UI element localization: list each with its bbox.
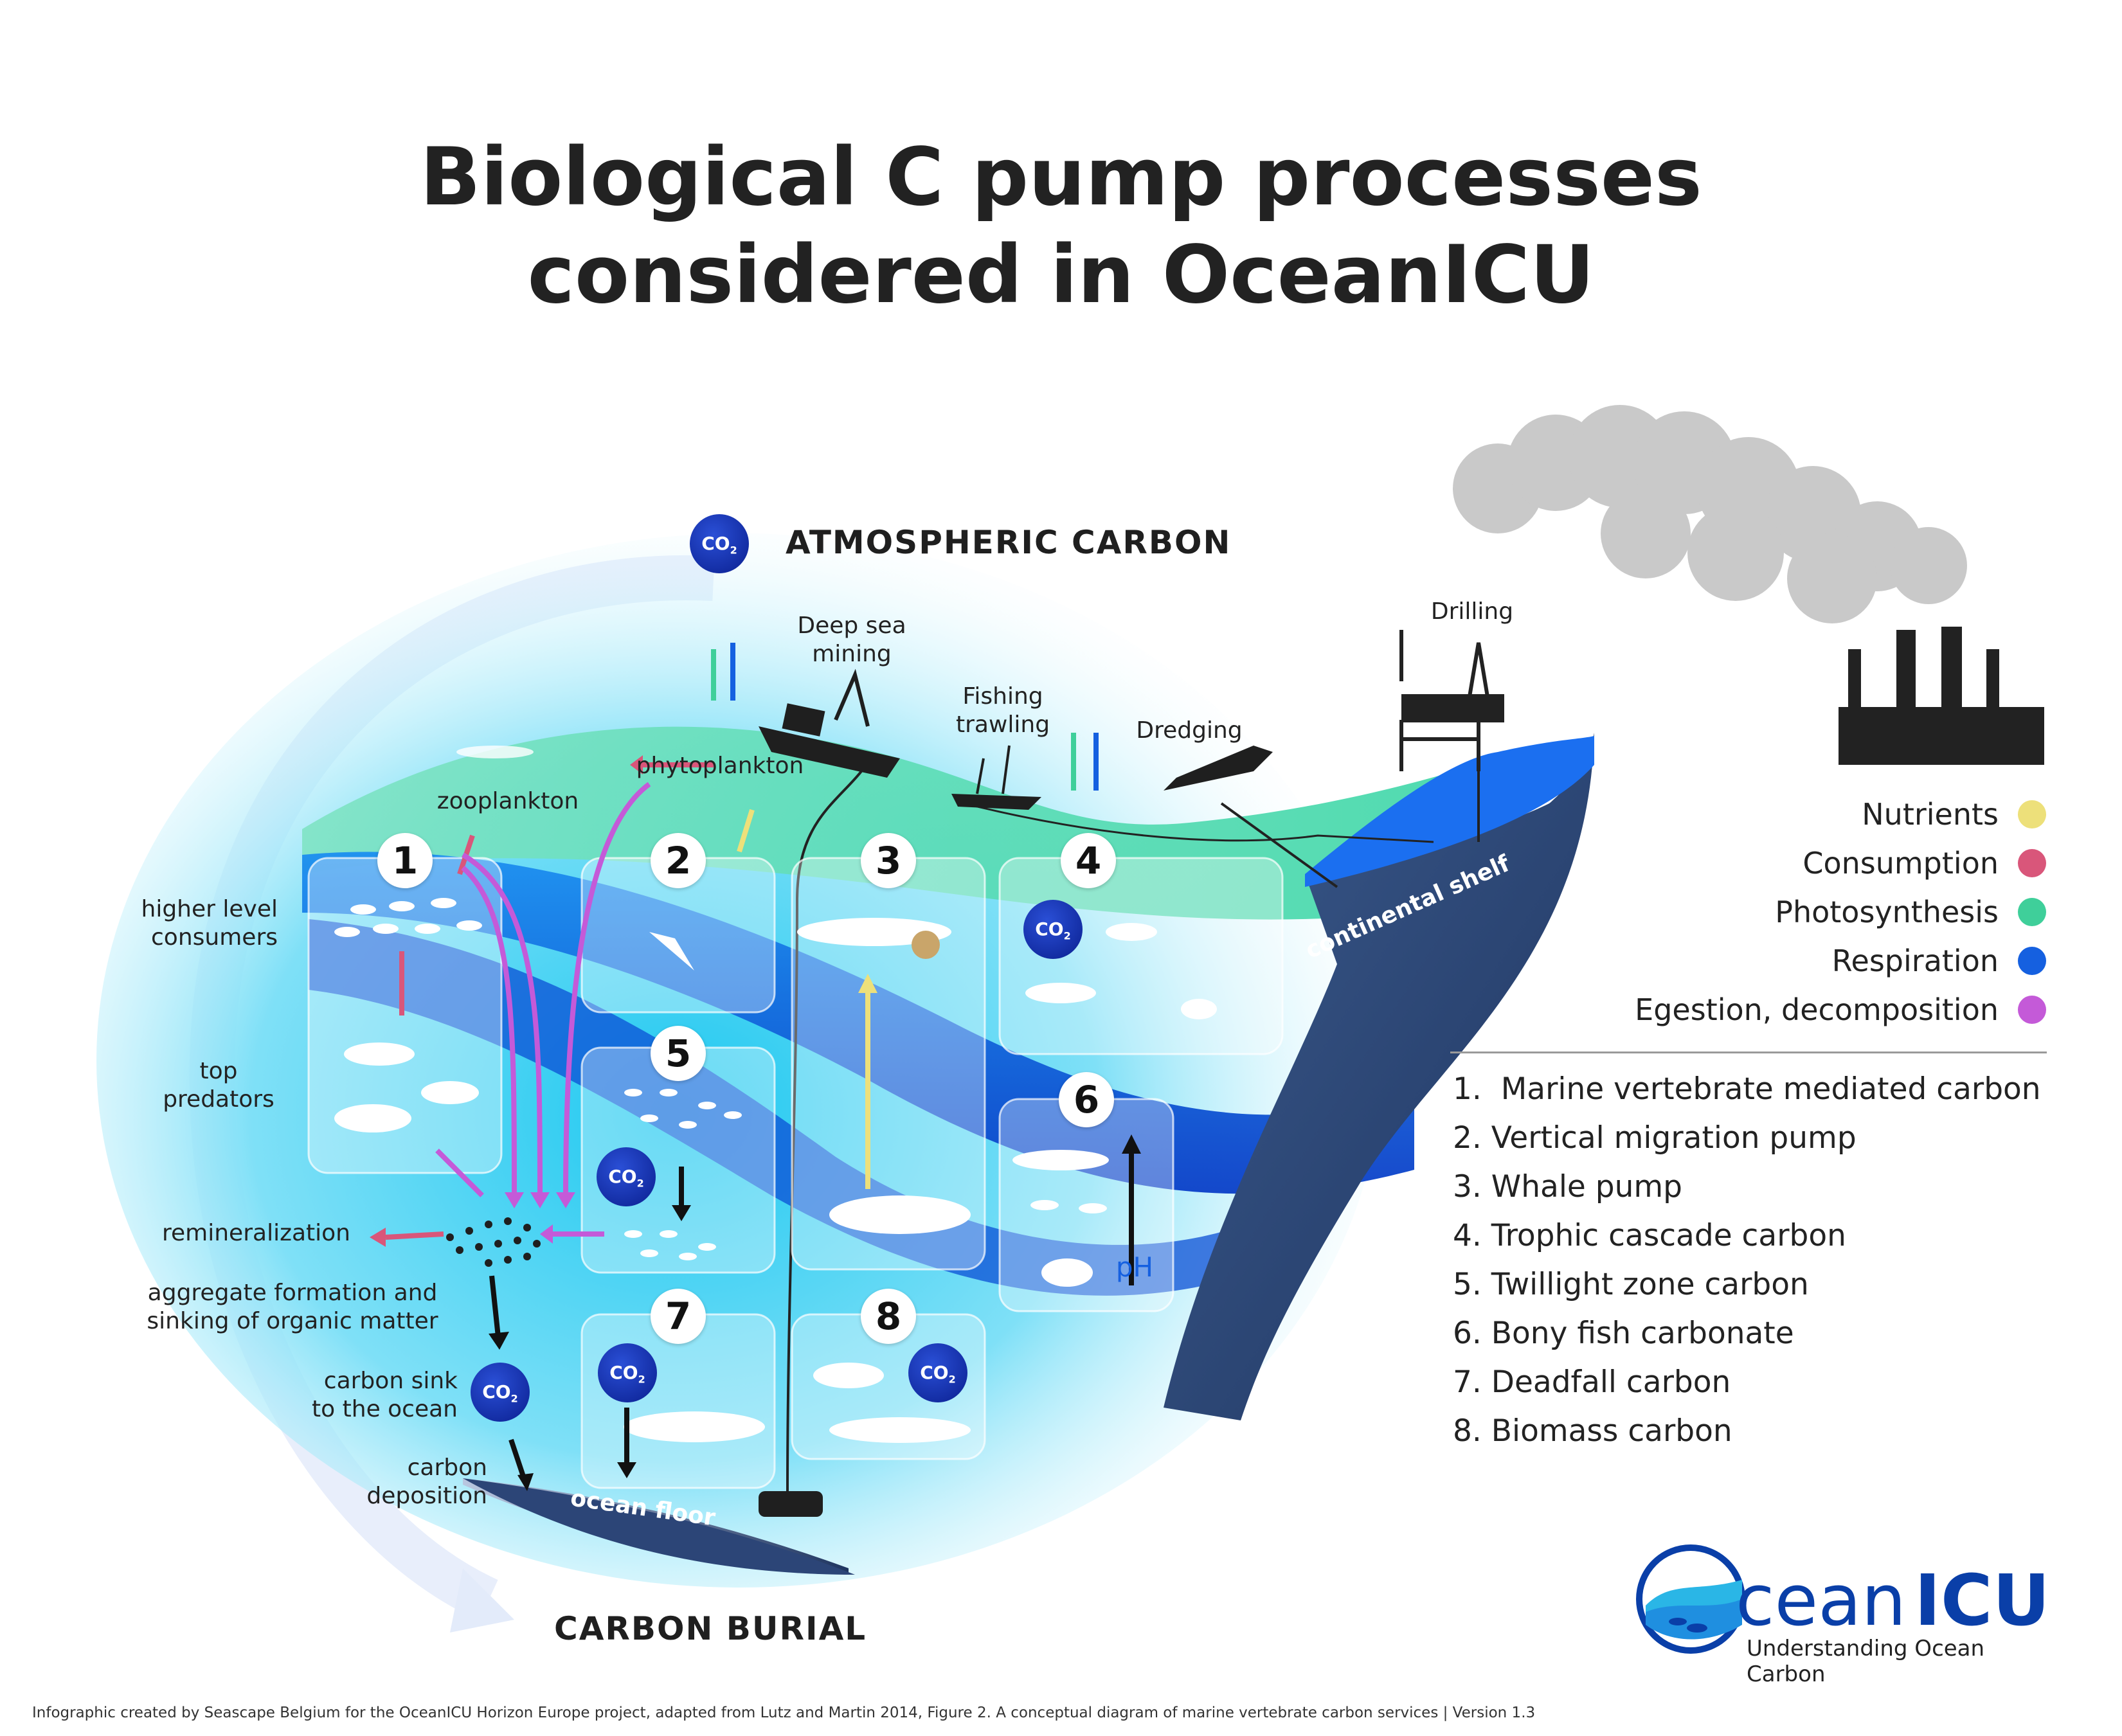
legend-label: Respiration [1831,944,1999,978]
higher-level-consumers-label: higher level consumers [141,896,278,951]
arrowheads [370,755,1141,1491]
egestion-arrow-1 [461,865,517,1196]
zooplankton-label: zooplankton [436,788,579,814]
process-list-item: 7. Deadfall carbon [1453,1365,1731,1400]
submersible-icon [759,1491,823,1517]
process-badge-2: 2 [651,833,706,888]
legend-label: Consumption [1803,846,1999,881]
egestion-arrow-3 [563,782,651,1196]
page-title: Biological C pump processes considered i… [0,129,2122,324]
aggregate-particles [446,1217,541,1267]
legend-item-respiration: Respiration [1832,944,2046,978]
deep-water-band [309,919,1254,1296]
co2-badge-atmosphere: CO2 [690,514,749,573]
co2-badge-panel-4: CO2 [1023,900,1083,959]
legend-label: Photosynthesis [1775,895,1999,929]
process-badge-3: 3 [861,833,916,888]
title-line-2: considered in OceanICU [527,229,1595,321]
title-line-1: Biological C pump processes [420,131,1702,224]
process-list-item: 8. Biomass carbon [1453,1413,1732,1449]
ocean-floor-ridge [463,1478,855,1575]
legend-item-consumption: Consumption [1803,846,2046,881]
factory-icon [1839,627,2044,765]
process-list-item: 4. Trophic cascade carbon [1453,1218,1846,1253]
phytoplankton-label: phytoplankton [636,753,804,779]
shelf-hill [1305,736,1594,887]
legend-swatch [2018,947,2046,975]
aggregate-formation-label: aggregate formation and sinking of organ… [147,1280,438,1334]
process-list-item: 2. Vertical migration pump [1453,1120,1857,1156]
co2-badge-panel-5: CO2 [597,1147,656,1206]
legend-swatch [2018,996,2046,1024]
process-list-item: 5. Twillight zone carbon [1453,1267,1809,1302]
dredging-label: Dredging [1136,717,1243,744]
co2-badge-carbon-sink: CO2 [471,1363,530,1422]
smoke-cloud [1453,405,1967,623]
fishing-trawling-label: Fishing trawling [955,683,1050,738]
process-list-item: 6. Bony fish carbonate [1453,1316,1794,1351]
process-badge-5: 5 [651,1026,706,1081]
drilling-label: Drilling [1430,598,1514,625]
dredge-line [1220,802,1338,888]
dredger-icon [1164,746,1273,791]
legend-item-photosynthesis: Photosynthesis [1775,895,2046,929]
carbon-burial-heading: CARBON BURIAL [554,1610,867,1647]
process-badge-1: 1 [377,833,433,888]
legend-divider [1450,1051,2047,1053]
legend-item-nutrients: Nutrients [1862,797,2046,832]
logo-text-icu: ICU [1914,1559,2050,1642]
oil-rig-icon [1399,630,1494,771]
fish-silhouettes [334,746,1217,1443]
top-predators-label: top predators [163,1058,274,1113]
co2-badge-panel-8: CO2 [908,1343,967,1402]
nutrient-arrow-up [737,809,755,853]
process-badge-4: 4 [1061,833,1116,888]
carbon-sink-label: carbon sink to the ocean [312,1368,458,1422]
remineralization-arrow [385,1231,444,1240]
atmospheric-carbon-heading: ATMOSPHERIC CARBON [786,524,1232,561]
legend-item-egestion-decomposition: Egestion, decomposition [1635,992,2046,1027]
carbon-deposition-label: carbon deposition [366,1454,487,1509]
process-list-item: 3. Whale pump [1453,1169,1682,1204]
ph-label: pH [1115,1251,1154,1283]
oil-rig-deck [1401,694,1504,722]
continental-shelf-shape [1164,733,1594,1420]
process-badge-7: 7 [651,1289,706,1344]
legend-swatch [2018,800,2046,828]
egestion-arrow-predators [435,1149,484,1197]
logo-text-cean: cean [1736,1559,1907,1642]
legend-label: Nutrients [1862,797,1999,832]
co2-badge-panel-7: CO2 [598,1343,657,1402]
surface-layer [302,726,1498,920]
nutrient-blob [912,931,940,959]
footer-credit: Infographic created by Seascape Belgium … [32,1705,1536,1721]
logo-circle-icon [1636,1544,1745,1654]
carbon-cycle-arrowhead [450,1568,514,1633]
logo-tagline: Understanding Ocean Carbon [1747,1636,1985,1687]
sink-arrow [489,1275,501,1338]
mining-ship-icon [759,668,900,778]
remineralization-label: remineralization [162,1220,350,1246]
trawl-line [964,802,1434,843]
process-list-item: 1. Marine vertebrate mediated carbon [1453,1071,2041,1107]
legend-swatch [2018,849,2046,877]
deposition-arrow [508,1438,526,1480]
process-badge-8: 8 [861,1289,916,1344]
egestion-arrow-2 [461,852,543,1196]
process-badge-6: 6 [1059,1072,1114,1127]
legend-label: Egestion, decomposition [1635,992,1999,1027]
oceanicu-logo: cean ICU Understanding Ocean Carbon [1633,1541,2051,1687]
mining-cable [786,770,863,1492]
trawler-icon [951,745,1041,810]
legend-swatch [2018,898,2046,926]
deep-sea-mining-label: Deep sea mining [797,613,906,667]
